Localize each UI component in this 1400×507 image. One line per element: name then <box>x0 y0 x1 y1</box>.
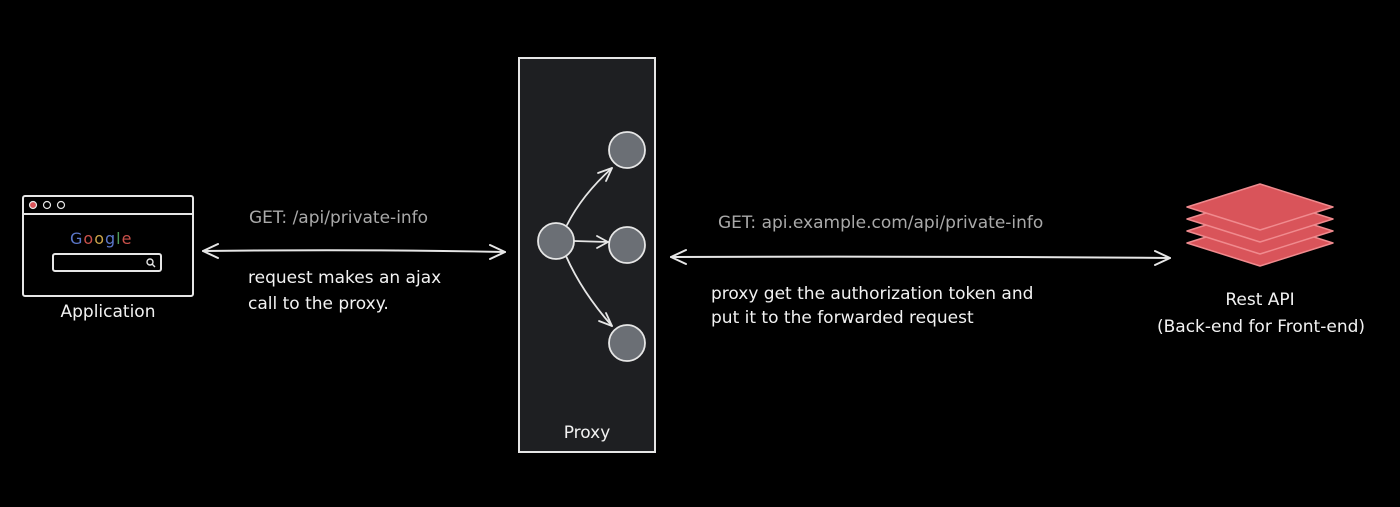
api-layer-1 <box>1186 183 1334 231</box>
logo-letter-3: o <box>94 229 105 248</box>
proxy-nodes <box>537 131 646 362</box>
rest-api-stack <box>1186 183 1334 267</box>
node-source <box>537 222 575 260</box>
right-link-arrow <box>670 249 1171 266</box>
left-note-line1: request makes an ajax <box>248 268 442 288</box>
right-request-label: GET: api.example.com/api/private-info <box>718 213 1044 233</box>
proxy-label: Proxy <box>563 423 611 443</box>
left-link-arrow <box>202 243 506 260</box>
left-note-line2: call to the proxy. <box>248 294 389 314</box>
route-arrow-top <box>566 167 613 226</box>
node-target-bottom <box>608 324 646 362</box>
node-target-top <box>608 131 646 169</box>
route-arrow-bottom <box>565 255 613 327</box>
logo-letter-4: g <box>105 229 117 248</box>
application-label: Application <box>60 302 156 322</box>
right-note-line2: put it to the forwarded request <box>711 308 974 328</box>
route-arrow-middle <box>573 240 609 243</box>
application-browser-window <box>22 195 194 297</box>
right-note-line1: proxy get the authorization token and <box>711 284 1034 304</box>
left-request-label: GET: /api/private-info <box>249 208 429 228</box>
search-icon <box>146 258 156 268</box>
browser-logo: Google <box>70 229 132 248</box>
api-label-line1: Rest API <box>1225 290 1295 310</box>
logo-letter-1: G <box>70 229 84 248</box>
logo-letter-2: o <box>83 229 95 248</box>
api-label-line2: (Back-end for Front-end) <box>1156 317 1366 337</box>
node-target-middle <box>608 226 646 264</box>
logo-letter-6: e <box>121 229 133 248</box>
browser-window-controls <box>28 200 66 210</box>
logo-letter-5: l <box>116 229 122 248</box>
proxy-routing-arrows <box>565 167 613 327</box>
